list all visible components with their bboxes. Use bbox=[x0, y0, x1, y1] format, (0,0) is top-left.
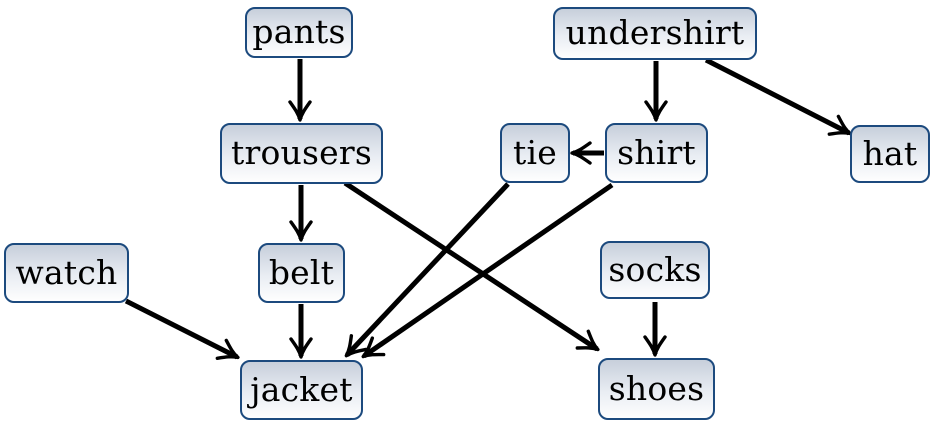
node-label-socks: socks bbox=[608, 249, 702, 289]
node-shoes: shoes bbox=[598, 358, 715, 420]
node-label-tie: tie bbox=[513, 132, 557, 172]
node-belt: belt bbox=[258, 243, 345, 303]
node-hat: hat bbox=[850, 125, 930, 183]
edge-tie-to-jacket bbox=[344, 182, 510, 358]
edge-trousers-to-shoes bbox=[343, 180, 600, 352]
node-label-jacket: jacket bbox=[250, 369, 353, 409]
edge-shirt-to-jacket bbox=[361, 182, 614, 359]
node-label-shoes: shoes bbox=[608, 368, 705, 408]
node-label-undershirt: undershirt bbox=[565, 13, 745, 52]
node-undershirt: undershirt bbox=[553, 7, 757, 60]
edge-undershirt-to-hat bbox=[704, 57, 852, 136]
node-trousers: trousers bbox=[220, 123, 383, 184]
node-label-belt: belt bbox=[268, 252, 335, 292]
node-label-watch: watch bbox=[15, 252, 118, 292]
edge-watch-to-jacket bbox=[124, 298, 240, 360]
node-shirt: shirt bbox=[605, 123, 708, 183]
node-label-pants: pants bbox=[252, 12, 346, 51]
node-label-shirt: shirt bbox=[617, 132, 696, 172]
node-socks: socks bbox=[600, 241, 710, 299]
node-label-trousers: trousers bbox=[231, 133, 372, 172]
node-watch: watch bbox=[4, 243, 129, 303]
node-pants: pants bbox=[245, 7, 353, 58]
edge-group bbox=[124, 57, 852, 360]
node-label-hat: hat bbox=[862, 133, 918, 173]
node-jacket: jacket bbox=[240, 360, 363, 420]
node-tie: tie bbox=[500, 123, 570, 183]
